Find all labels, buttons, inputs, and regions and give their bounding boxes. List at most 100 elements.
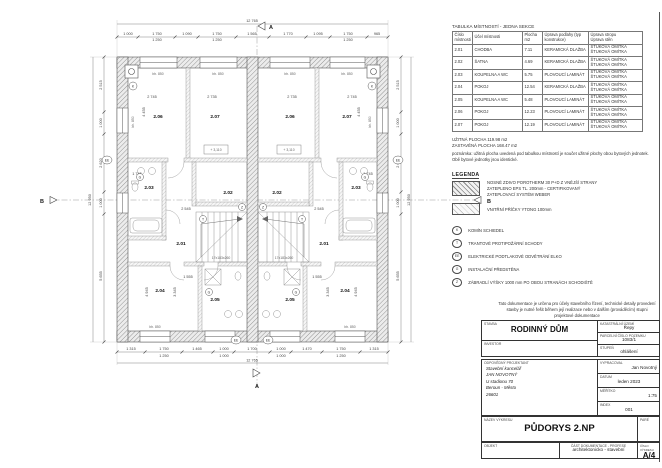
dim-bottom-seg: 1 000 xyxy=(219,347,229,351)
room-label: 2.03 xyxy=(351,185,361,191)
sill-height-label: bh. 850 xyxy=(131,116,135,127)
stupen-label: STUPEŇ xyxy=(600,346,614,350)
table-row: 2.06 POKOJ 12.23 PLOVOUCÍ LAMINÁT ŠTUKOV… xyxy=(452,106,643,120)
dim-bottom-sub: 1 000 xyxy=(276,354,286,358)
index-label: INDEX xyxy=(600,403,611,407)
legend-heading: LEGENDA xyxy=(452,172,480,179)
cell-name: KOUPELNA A WC xyxy=(472,68,523,82)
dim-right-seg: 1 000 xyxy=(396,118,400,128)
cell-no: 2.03 xyxy=(452,68,473,82)
cislo-value: A/4 xyxy=(642,451,656,460)
cell-area: 5.48 xyxy=(522,93,543,107)
cell-area: 5.75 xyxy=(522,68,543,82)
room-label: 2.02 xyxy=(272,190,282,196)
projektant-cell: ODPOVĚDNÝ PROJEKTANT Stavební kancelář J… xyxy=(482,360,597,416)
usable-area: UŽITNÁ PLOCHA 119.98 m2 xyxy=(452,137,508,142)
vent-marker: EE xyxy=(105,159,110,163)
symbol-key-cavity: G xyxy=(452,264,463,274)
room-label: 2.01 xyxy=(176,241,186,247)
cell-floor: PLOVOUCÍ LAMINÁT xyxy=(542,93,589,107)
legend-symbol-row: G INSTALAČNÍ PŘEDSTĚNA xyxy=(452,264,519,274)
room-label: 2.01 xyxy=(319,241,329,247)
dim-bottom-seg: 1 470 xyxy=(302,347,312,351)
outer-walls xyxy=(116,56,389,343)
legend-symbol-row: Z ZÁBRADLÍ VÝŠKY 1000 mm PO OBOU STRANÁC… xyxy=(452,277,593,287)
ku-label: KATASTRÁLNÍ ÚZEMÍ xyxy=(600,322,635,326)
room-table-header: Číslo místnosti Účel místnosti Plocha m2… xyxy=(452,31,643,45)
built-up-area: ZASTAVĚNÁ PLOCHA 168.47 m2 xyxy=(452,143,518,149)
pare-label: PARÉ xyxy=(640,418,649,422)
dim-bottom-sub: 1 250 xyxy=(336,354,346,358)
dim-text-bottom: 1 315 1 750 1 465 1 000 1 700 1 000 1 47… xyxy=(126,347,379,363)
disclaimer-line: Tato dokumentace je určena pro účely sta… xyxy=(498,301,656,306)
stupen-value: ohlášení xyxy=(620,349,638,354)
cell-floor: KERAMICKÁ DLAŽBA xyxy=(542,56,589,70)
area-summary: UŽITNÁ PLOCHA 119.98 m2 ZASTAVĚNÁ PLOCHA… xyxy=(452,137,517,149)
room-label: 2.07 xyxy=(210,114,220,120)
symbol-key-vent: EE xyxy=(452,251,463,261)
railing-marker: Z xyxy=(262,206,264,210)
legend-line: ZATEPLENO EPS TL. 200mm - CERTIFIKOVANÝ xyxy=(487,186,581,192)
dim-top-seg: 965 xyxy=(374,32,380,36)
dim-room: 2 545 xyxy=(181,207,191,211)
table-note: poznámka: užitná plocha uvedená pod tabu… xyxy=(452,151,649,162)
dim-bottom-seg: 1 465 xyxy=(192,347,202,351)
dim-left-seg: 5 655 xyxy=(99,271,103,281)
legend-partition-item: VNITŘNÍ PŘÍČKY YTONG 100mm xyxy=(487,207,552,212)
cell-name: KOUPELNA A WC xyxy=(472,93,523,107)
room-label: 2.02 xyxy=(223,190,233,196)
cell-floor: KERAMICKÁ DLAŽBA xyxy=(542,81,589,95)
dim-room: 3 345 xyxy=(326,287,330,297)
parcela-label: PARCELNÍ ČÍSLO POZEMKU xyxy=(600,334,646,338)
address-line: Stavební kancelář xyxy=(486,366,522,371)
dim-room: 4 455 xyxy=(357,107,361,117)
cislo-cell: ČÍSLO VÝKRESU A/4 xyxy=(637,443,660,460)
room-label: 2.03 xyxy=(144,185,154,191)
symbol-text: KOMÍN SCHIEDEL xyxy=(468,227,505,233)
cell-name: POKOJ xyxy=(472,81,523,95)
dim-top-sub: 1 250 xyxy=(212,38,222,42)
symbol-text: TRANTOVÉ PROTIPOŽÁRNÍ SCHODY xyxy=(468,240,543,246)
address-line: U stadionu 70 xyxy=(486,378,514,384)
vypracoval-label: VYPRACOVAL xyxy=(600,361,623,365)
wall-cavity-marker: G xyxy=(208,291,211,295)
vypracoval-value: Jan Novotný xyxy=(631,365,657,370)
cell-name: POKOJ xyxy=(472,106,523,120)
dim-top-seg: 1 750 xyxy=(343,32,353,36)
windows xyxy=(116,56,389,343)
room-label: 2.05 xyxy=(285,297,295,303)
level-label: + 3,110 xyxy=(283,148,294,152)
dim-room: 2 745 xyxy=(147,95,157,99)
index-value: 001 xyxy=(625,407,633,412)
disclaimer-line: projektové dokumentace xyxy=(554,312,600,318)
meritko-cell: MĚŘÍTKO 1:75 xyxy=(597,388,660,402)
cell-name: POKOJ xyxy=(472,118,523,132)
plan-symbol-markers: K K EE EE EE EE G G G G T T Z Z xyxy=(101,81,404,345)
dim-top-seg: 1 095 xyxy=(313,32,323,36)
dim-room: 4 945 xyxy=(354,287,358,297)
symbol-key-chimney: K xyxy=(452,225,463,235)
dim-left-seg: 2 515 xyxy=(99,80,103,90)
dim-bottom-seg: 1 315 xyxy=(126,347,136,351)
dim-top-sub: 1 250 xyxy=(343,38,353,42)
parcela-value: 1083/1 xyxy=(621,337,637,342)
dim-room: 2 745 xyxy=(347,95,357,99)
sill-height-label: bh. 850 xyxy=(212,72,223,76)
staircase-right xyxy=(257,211,310,263)
investor-label: INVESTOR xyxy=(484,342,502,346)
sill-height-label: bh. 850 xyxy=(341,72,352,76)
room-labels: 2.06 2.07 2.06 2.07 2.03 2.02 2.02 2.03 … xyxy=(144,114,361,303)
section-markers: A A B B xyxy=(40,21,491,390)
dim-right-seg: 1 000 xyxy=(396,198,400,208)
cast-label: ČÁST DOKUMENTACE - PROFESE xyxy=(570,444,627,448)
cell-no: 2.05 xyxy=(452,93,473,107)
dim-bottom-sub: 1 000 xyxy=(219,354,229,358)
dim-text-left: 2 515 1 000 2 620 1 000 5 655 12 950 xyxy=(88,80,103,281)
objekt-cell: OBJEKT xyxy=(482,443,559,459)
